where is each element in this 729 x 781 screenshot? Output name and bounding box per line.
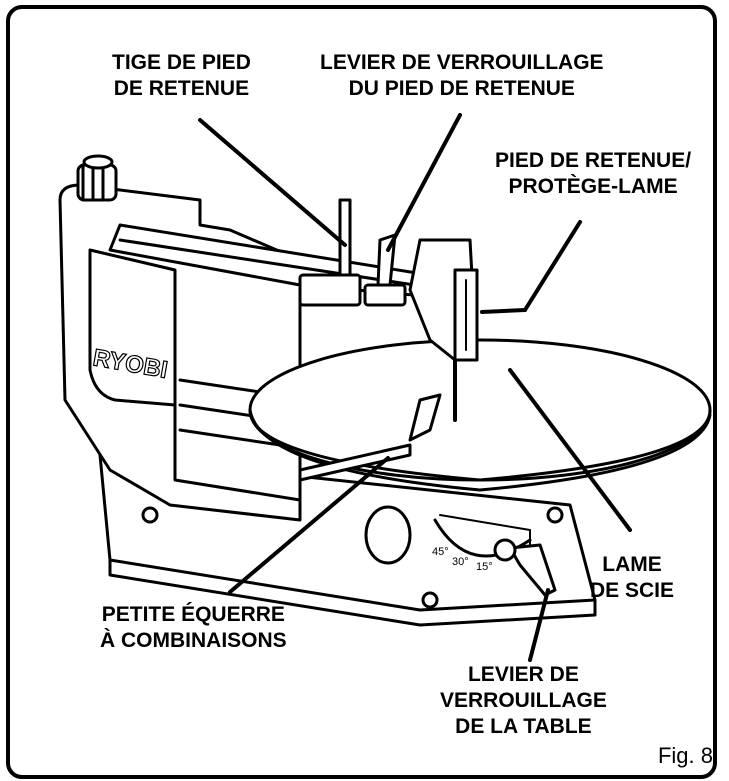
leader-levier-pied: [386, 113, 462, 252]
table-lock-lever: [508, 543, 557, 597]
figure-label: Fig. 8: [657, 743, 713, 768]
callout-blade-guard: PIED DE RETENUE/ PROTÈGE-LAME: [495, 149, 692, 198]
callout-saw-blade: LAME DE SCIE: [590, 553, 675, 602]
callout-combination-square: PETITE ÉQUERRE À COMBINAISONS: [100, 603, 287, 652]
leader-tige: [198, 118, 347, 247]
dust-port: [364, 505, 412, 565]
scale-mark-15: 15°: [476, 561, 493, 573]
callout-hold-down-lock-lever: LEVIER DE VERROUILLAGE DU PIED DE RETENU…: [320, 51, 604, 100]
scale-mark-45: 45°: [432, 546, 449, 558]
callout-table-lock-lever: LEVIER DE VERROUILLAGE DE LA TABLE: [440, 663, 607, 738]
leader-equerre: [228, 456, 390, 594]
combination-square: [298, 443, 412, 482]
leader-pied-protege: [523, 220, 582, 312]
leader-lame: [508, 368, 632, 532]
scale-mark-30: 30°: [452, 556, 469, 568]
leader-levier-table: [528, 588, 550, 662]
callout-hold-down-rod: TIGE DE PIED DE RETENUE: [112, 51, 251, 100]
